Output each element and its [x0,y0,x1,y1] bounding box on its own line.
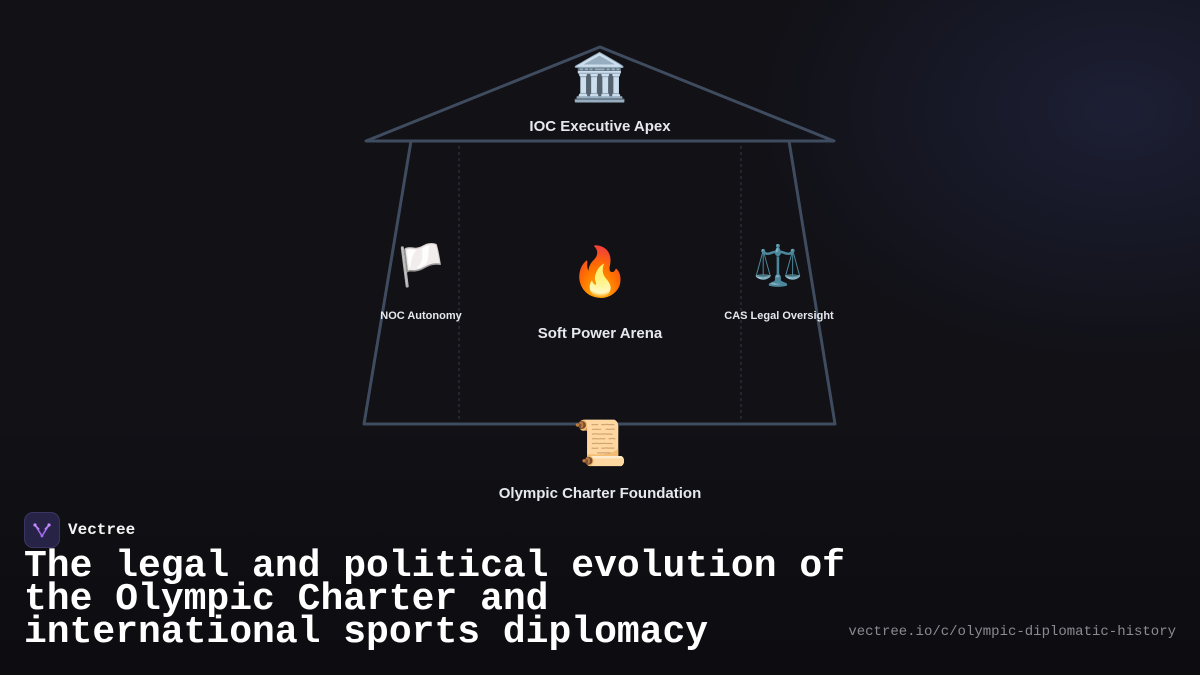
page-url[interactable]: vectree.io/c/olympic-diplomatic-history [848,624,1176,640]
brand-name: Vectree [68,521,136,539]
right-pillar-label: CAS Legal Oversight [724,310,834,322]
body-trapezoid [362,139,837,426]
foundation-label: Olympic Charter Foundation [498,485,702,502]
scales-icon: ⚖️ [753,243,803,289]
diagram-outline [362,45,837,426]
classical-building-icon: 🏛️ [571,50,629,104]
scroll-icon: 📜 [572,418,628,469]
brand[interactable]: Vectree [24,512,135,548]
apex-label: IOC Executive Apex [529,118,671,135]
left-pillar-label: NOC Autonomy [380,310,462,322]
vectree-logo-icon [24,512,60,548]
white-flag-icon: 🏳️ [396,243,446,289]
page-title: The legal and political evolution of the… [24,545,845,654]
fire-icon: 🔥 [570,244,630,300]
center-label: Soft Power Arena [537,325,663,342]
structure-diagram: 🏛️ IOC Executive Apex 🏳️ NOC Autonomy 🔥 … [362,45,837,502]
